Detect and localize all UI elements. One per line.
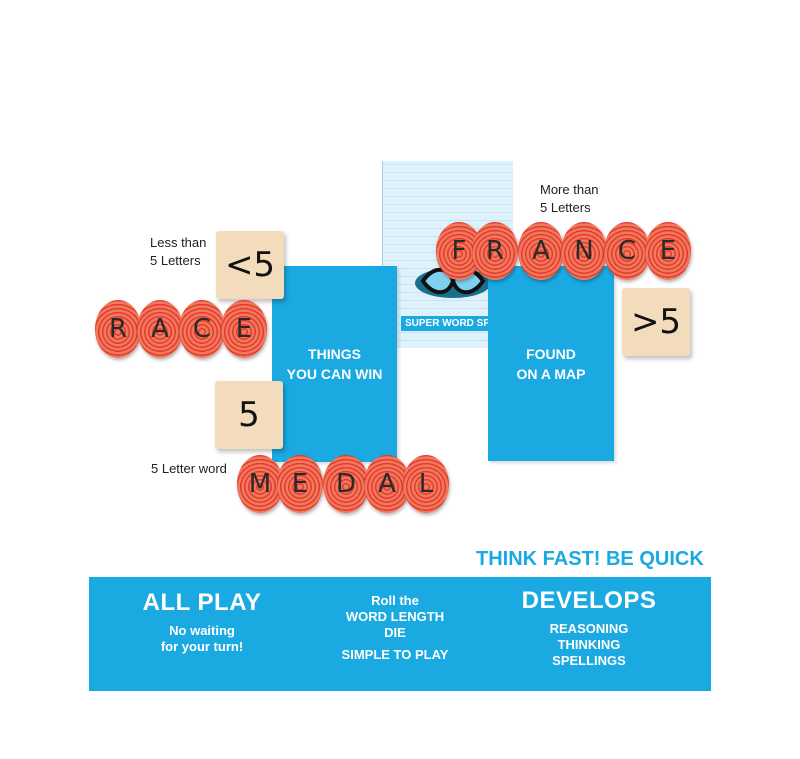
deck-title: SUPER WORD SP [401, 316, 495, 331]
card-left-line2: YOU CAN WIN [286, 366, 383, 382]
mask-icon [413, 261, 493, 301]
letter-token: E [277, 455, 323, 513]
more-than-label: More than 5 Letters [540, 182, 599, 215]
feature-roll-die: Roll the WORD LENGTH DIE SIMPLE TO PLAY [341, 593, 449, 662]
card-right-line1: FOUND [526, 345, 576, 362]
letter-token: M [237, 455, 283, 513]
letter-token: C [604, 222, 650, 280]
five-letter-word-label: 5 Letter word [151, 461, 227, 476]
letter-token: R [472, 222, 518, 280]
letter-token: A [364, 455, 410, 513]
letter-token: A [518, 222, 564, 280]
card-right-line2: ON A MAP [516, 365, 586, 382]
category-card-things-you-can-win: THINGS YOU CAN WIN [272, 266, 397, 462]
dice-five: 5 [215, 381, 283, 449]
letter-token: E [645, 222, 691, 280]
letter-token: E [221, 300, 267, 358]
less-than-label: Less than 5 Letters [150, 235, 207, 268]
letter-token: A [137, 300, 183, 358]
letter-token: C [179, 300, 225, 358]
dice-less-than-five: <5 [216, 231, 284, 299]
feature-all-play: ALL PLAY No waiting for your turn! [142, 589, 262, 654]
letter-token: R [95, 300, 141, 358]
features-banner: ALL PLAY No waiting for your turn! Roll … [89, 577, 711, 691]
dice-more-than-five: >5 [622, 288, 690, 356]
category-card-found-on-a-map: FOUND ON A MAP [488, 266, 614, 461]
letter-token: L [403, 455, 449, 513]
card-left-line1: THINGS [308, 346, 361, 362]
feature-develops: DEVELOPS REASONING THINKING SPELLINGS [521, 587, 657, 668]
letter-token: N [561, 222, 607, 280]
letter-token: D [323, 455, 369, 513]
tagline: THINK FAST! BE QUICK [476, 548, 704, 570]
